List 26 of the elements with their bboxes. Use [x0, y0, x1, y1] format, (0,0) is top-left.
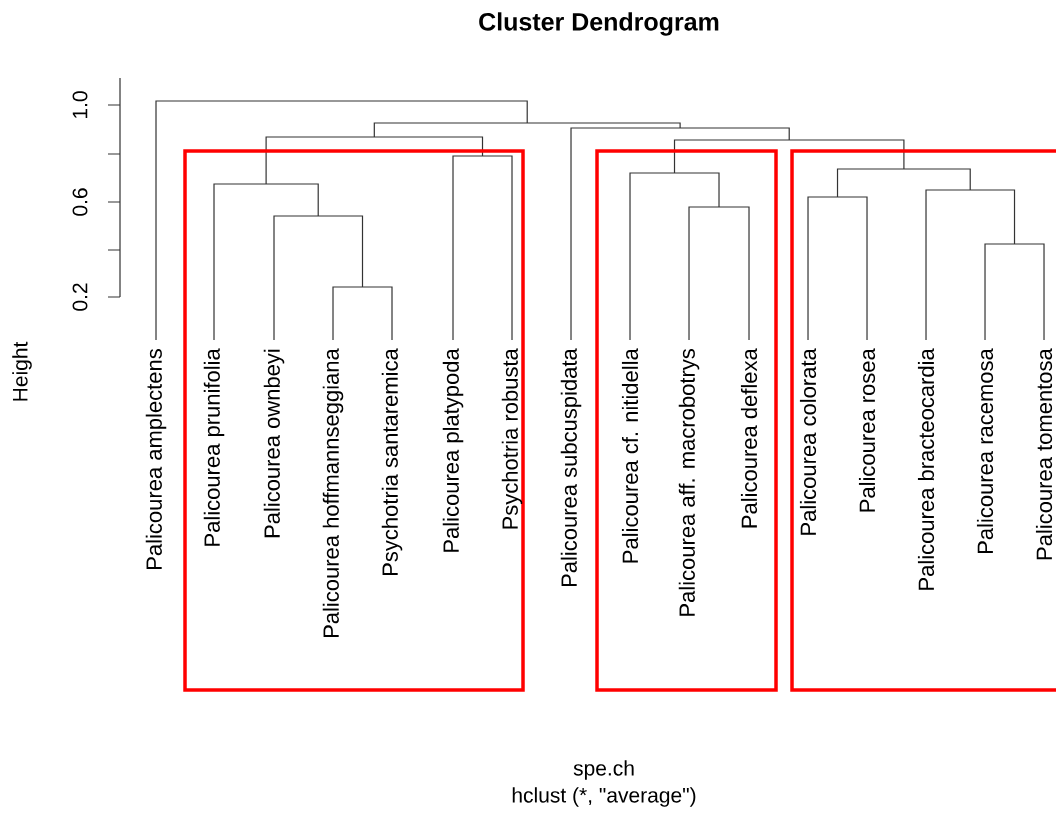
- leaf-label: Palicourea tomentosa: [1035, 348, 1053, 560]
- leaf-label: Palicourea deflexa: [740, 348, 758, 528]
- leaf-label: Palicourea ownbeyi: [263, 349, 285, 538]
- leaf-label: Palicourea prunifolia: [203, 348, 225, 546]
- tick-label: 1.0: [72, 91, 88, 118]
- leaf-label: Palicourea platypoda: [442, 348, 464, 552]
- leaf-label: Palicourea subcuspidata: [560, 348, 582, 587]
- leaf-label: Palicourea colorata: [799, 348, 817, 535]
- method-note: hclust (*, "average"): [512, 787, 696, 807]
- leaf-label: Palicourea rosea: [858, 348, 876, 512]
- leaf-label: Palicourea cf. nitidella: [621, 348, 639, 563]
- cluster-box: [595, 149, 778, 692]
- leaf-label: Palicourea racemosa: [976, 348, 994, 554]
- leaf-label: Palicourea hoffmannseggiana: [322, 348, 344, 638]
- leaf-label: Palicourea amplectens: [145, 349, 167, 569]
- leaf-label: Palicourea bracteocardia: [917, 348, 935, 590]
- chart-title: Cluster Dendrogram: [479, 12, 719, 36]
- axis-title: Height: [12, 341, 32, 401]
- cluster-box: [790, 149, 1056, 692]
- cluster-box: [183, 149, 525, 692]
- tick-label: 0.6: [72, 188, 88, 216]
- leaf-label: Psychotria santaremica: [381, 348, 403, 576]
- leaf-label: Psychotria robusta: [501, 348, 523, 529]
- leaf-label: Palicourea aff. macrobotrys: [678, 349, 700, 616]
- axis-title: spe.ch: [573, 760, 634, 780]
- tick-label: 0.2: [72, 283, 88, 311]
